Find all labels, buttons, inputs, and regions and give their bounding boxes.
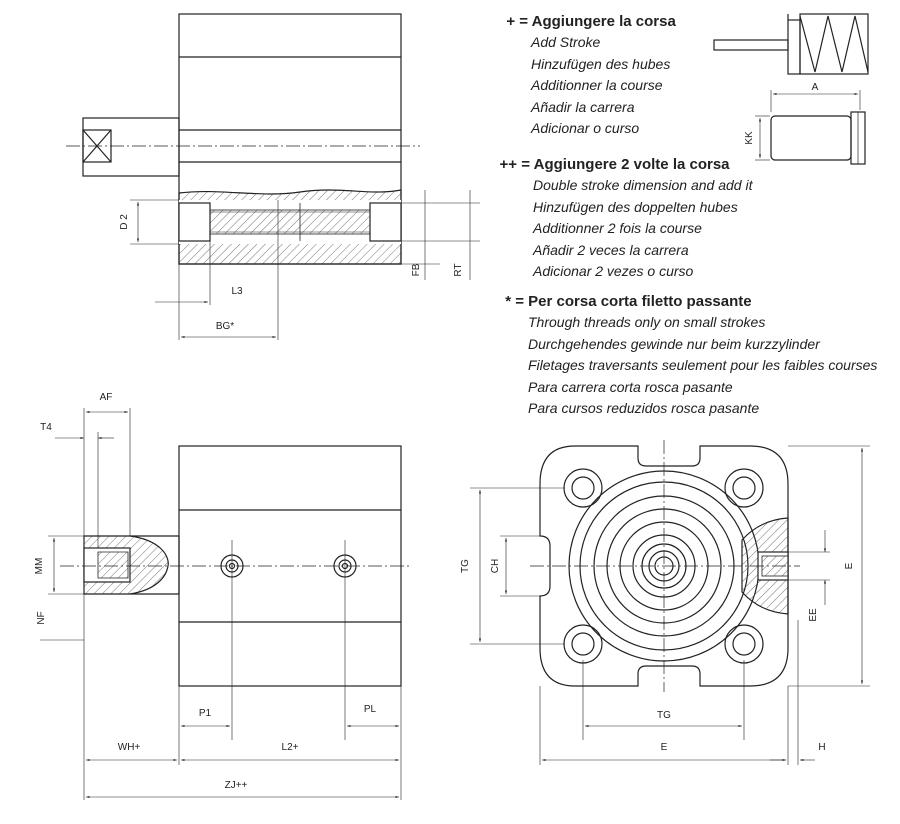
dim-l3: L3 [231,286,243,297]
legend-line: Add Stroke [531,34,601,50]
legend-heading-text: Aggiungere 2 volte la corsa [533,156,730,173]
dim-d2: D 2 [119,214,130,230]
spring-rod-sketch [713,13,869,75]
legend-line: Añadir la carrera [531,98,635,115]
dim-e-vertical: E [844,562,855,569]
legend-line: Durchgehendes gewinde nur beim kurzzylin… [528,335,820,352]
legend-line: Añadir 2 veces la carrera [533,241,689,258]
dim-l2: L2+ [282,742,299,753]
dim-pl: PL [364,704,377,715]
front-view [470,440,870,765]
legend-line: Hinzufügen des doppelten hubes [533,198,738,215]
legend-line: Adicionar 2 vezes o curso [533,263,694,279]
dim-nf: NF [36,611,47,624]
dim-bg: BG* [216,321,234,332]
dim-ee: EE [808,608,819,622]
legend-heading: ++ = Aggiungere 2 volte la corsa [490,155,752,175]
dim-p1: P1 [199,708,212,719]
legend-line: Through threads only on small strokes [528,314,766,330]
dim-kk: KK [744,131,755,145]
dim-a: A [812,82,819,93]
legend-double-stroke: ++ = Aggiungere 2 volte la corsa Double … [490,155,753,283]
dim-mm: MM [34,558,45,575]
legend-heading: + = Aggiungere la corsa [500,12,676,32]
rod-end-sketch [755,90,866,165]
side-view [40,408,410,800]
dim-tg-horizontal: TG [657,710,671,721]
dim-t4: T4 [40,422,52,433]
legend-line: Hinzufügen des hubes [531,55,671,72]
legend-line: Additionner 2 fois la course [533,220,702,236]
dim-zj: ZJ++ [225,780,248,791]
legend-line: Double stroke dimension and add it [533,177,753,193]
legend-line: Para carrera corta rosca pasante [528,378,733,395]
legend-line: Para cursos reduzidos rosca pasante [528,400,760,416]
dim-tg-vertical: TG [460,559,471,573]
dim-af: AF [100,392,113,403]
legend-heading-text: Per corsa corta filetto passante [528,293,752,310]
legend-heading: * = Per corsa corta filetto passante [497,292,877,312]
legend-line: Additionner la course [531,77,663,93]
legend-short-stroke: * = Per corsa corta filetto passante Thr… [497,292,877,420]
legend-symbol: * = [505,293,524,310]
dim-rt: RT [453,263,464,276]
dim-e-horizontal: E [661,742,668,753]
dim-ch: CH [490,559,501,573]
dim-h: H [818,742,825,753]
top-view [66,13,480,340]
legend-add-stroke: + = Aggiungere la corsa Add Stroke Hinzu… [500,12,676,140]
dim-wh: WH+ [118,742,141,753]
legend-line: Adicionar o curso [531,120,640,136]
dim-fb: FB [411,263,422,276]
legend-symbol: + = [506,13,528,30]
legend-heading-text: Aggiungere la corsa [531,13,676,30]
legend-line: Filetages traversants seulement pour les… [528,357,878,373]
legend-symbol: ++ = [499,156,530,173]
